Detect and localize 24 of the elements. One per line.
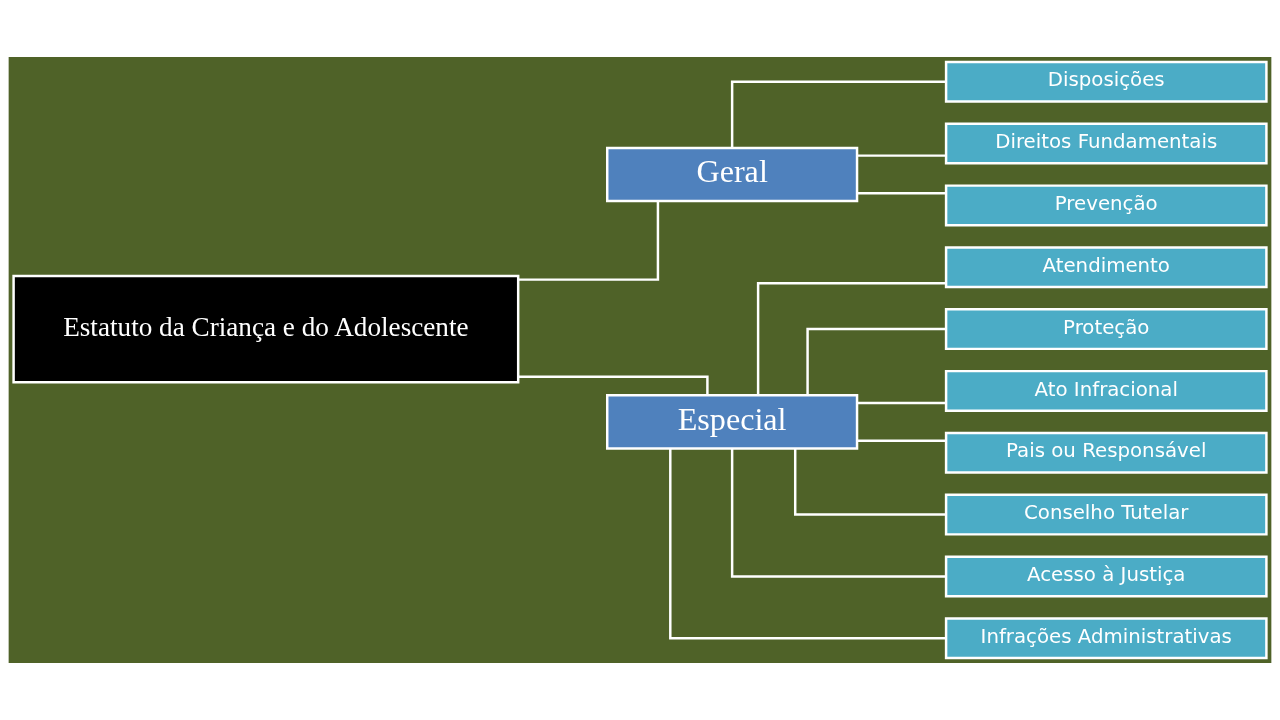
connector — [669, 448, 947, 640]
node-box: Direitos Fundamentais — [944, 122, 1268, 165]
node-box: Estatuto da Criança e do Adolescente — [12, 274, 520, 384]
connector — [806, 327, 946, 395]
node-box: Conselho Tutelar — [944, 493, 1268, 536]
node-box: Pais ou Responsável — [944, 431, 1268, 474]
connector — [756, 282, 946, 396]
node-box: Infrações Administrativas — [944, 617, 1268, 660]
connector — [857, 154, 946, 157]
connector — [730, 448, 946, 578]
node-box: Acesso à Justiça — [944, 555, 1268, 598]
node-box: Proteção — [944, 308, 1268, 351]
node-box: Ato Infracional — [944, 369, 1268, 412]
connector — [857, 439, 946, 442]
node-box: Geral — [606, 146, 859, 203]
node-box: Atendimento — [944, 246, 1268, 289]
connector — [857, 192, 946, 195]
connector — [857, 401, 946, 405]
node-box: Prevenção — [944, 184, 1268, 227]
node-box: Disposições — [944, 60, 1268, 103]
connector — [518, 201, 660, 281]
connector — [730, 80, 946, 148]
connector — [793, 448, 946, 516]
node-box: Especial — [606, 394, 859, 450]
